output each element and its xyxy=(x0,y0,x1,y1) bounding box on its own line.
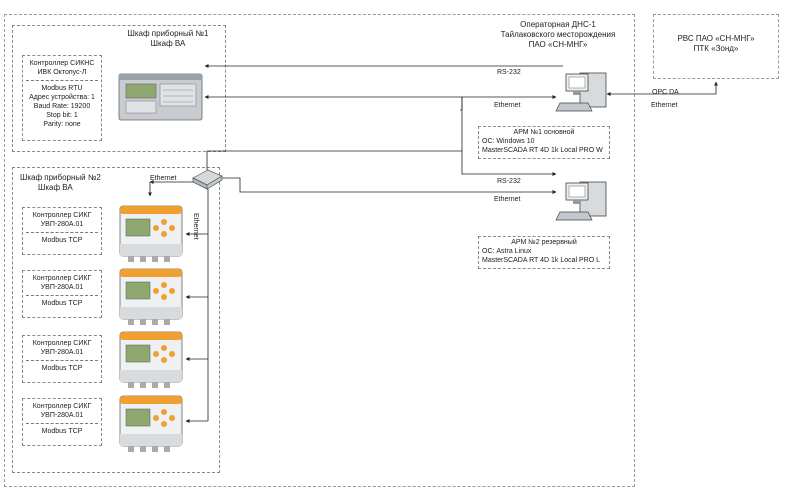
controller-title-line: Контроллер СИКГ xyxy=(32,212,92,219)
controller-param: Baud Rate: 19200 xyxy=(33,103,91,110)
operator-room-title: Операторная ДНС-1 Тайлаковского месторож… xyxy=(488,20,628,50)
controller-separator xyxy=(26,232,98,233)
cabinet2-title-line: Шкаф ВА xyxy=(38,183,73,192)
cabinet1-title: Шкаф приборный №1 Шкаф ВА xyxy=(116,29,220,49)
controller-title-line: Контроллер СИКГ xyxy=(32,340,92,347)
operator-room-title-line: Тайлаковского месторождения xyxy=(500,30,616,39)
controller-protocol: Modbus TCP xyxy=(41,428,83,435)
cabinet1-title-line: Шкаф ВА xyxy=(150,39,186,48)
cabinet2-title: Шкаф приборный №2 Шкаф ВА xyxy=(20,173,130,193)
sikg-controller-card: Контроллер СИКГ УВП-280А.01 Modbus TCP xyxy=(22,398,102,446)
controller-separator xyxy=(26,423,98,424)
rvs-title: РВС ПАО «СН-МНГ» ПТК «Зонд» xyxy=(655,34,777,54)
controller-title-line: УВП-280А.01 xyxy=(40,349,84,356)
cabinet2-title-line: Шкаф приборный №2 xyxy=(20,173,101,182)
controller-protocol: Modbus TCP xyxy=(41,300,83,307)
rvs-boundary xyxy=(653,14,779,79)
ivk-octopus-device xyxy=(118,73,203,121)
ethernet-link-label: Ethernet xyxy=(494,196,521,203)
uvp280-device xyxy=(119,205,183,262)
cabinet1-boundary xyxy=(12,25,226,152)
arm2-os: ОС: Astra Linux xyxy=(482,248,532,255)
controller-title-line: УВП-280А.01 xyxy=(40,221,84,228)
operator-room-title-line: ПАО «СН-МНГ» xyxy=(528,40,588,49)
ethernet-link-label: Ethernet xyxy=(494,102,521,109)
controller-separator xyxy=(26,360,98,361)
ethernet-switch xyxy=(192,169,223,190)
controller-separator xyxy=(26,80,98,81)
uvp280-device xyxy=(119,331,183,388)
arm1-info-box: АРМ №1 основной ОС: Windows 10 MasterSCA… xyxy=(478,126,610,159)
sikg-controller-card: Контроллер СИКГ УВП-280А.01 Modbus TCP xyxy=(22,207,102,255)
controller-title-line: Контроллер СИКГ xyxy=(32,275,92,282)
controller-title-line: УВП-280А.01 xyxy=(40,412,84,419)
controller-separator xyxy=(26,295,98,296)
arm2-info-box: АРМ №2 резервный ОС: Astra Linux MasterS… xyxy=(478,236,610,269)
controller-param: Stop bit: 1 xyxy=(46,112,78,119)
cabinet2-boundary xyxy=(12,167,220,473)
controller-title-line: Контроллер СИКГ xyxy=(32,403,92,410)
controller-protocol: Modbus TCP xyxy=(41,365,83,372)
controller-param: Parity: none xyxy=(43,121,81,128)
controller-title-line: Контроллер СИКНС xyxy=(29,60,95,67)
controller-title-line: УВП-280А.01 xyxy=(40,284,84,291)
arm1-scada: MasterSCADA RT 4D 1k Local PRO W xyxy=(482,147,603,154)
rvs-title-line: ПТК «Зонд» xyxy=(693,44,739,53)
uvp280-device xyxy=(119,395,183,452)
operator-room-title-line: Операторная ДНС-1 xyxy=(520,20,596,29)
rs232-link-label: RS-232 xyxy=(497,178,521,185)
arm1-os: ОС: Windows 10 xyxy=(482,138,535,145)
operator-room-boundary xyxy=(4,14,635,487)
controller-protocol: Modbus TCP xyxy=(41,237,83,244)
uvp280-device xyxy=(119,268,183,325)
arm2-computer-icon xyxy=(555,181,607,221)
ethernet-opc-label: Ethernet xyxy=(651,102,678,109)
rs232-link-label: RS-232 xyxy=(497,69,521,76)
controller-title-line: ИВК Октопус-Л xyxy=(37,69,87,76)
arm1-computer-icon xyxy=(555,72,607,112)
arm1-name: АРМ №1 основной xyxy=(513,129,575,136)
cabinet1-title-line: Шкаф приборный №1 xyxy=(127,29,209,38)
rvs-title-line: РВС ПАО «СН-МНГ» xyxy=(677,34,755,43)
cabinet1-controller-card: Контроллер СИКНС ИВК Октопус-Л Modbus RT… xyxy=(22,55,102,141)
controller-param: Modbus RTU xyxy=(41,85,83,92)
arm2-name: АРМ №2 резервный xyxy=(511,239,577,246)
sikg-controller-card: Контроллер СИКГ УВП-280А.01 Modbus TCP xyxy=(22,335,102,383)
sikg-controller-card: Контроллер СИКГ УВП-280А.01 Modbus TCP xyxy=(22,270,102,318)
arm2-scada: MasterSCADA RT 4D 1k Local PRO L xyxy=(482,257,601,264)
ethernet-switch-label: Ethernet xyxy=(150,175,177,182)
controller-param: Адрес устройства: 1 xyxy=(29,94,95,101)
